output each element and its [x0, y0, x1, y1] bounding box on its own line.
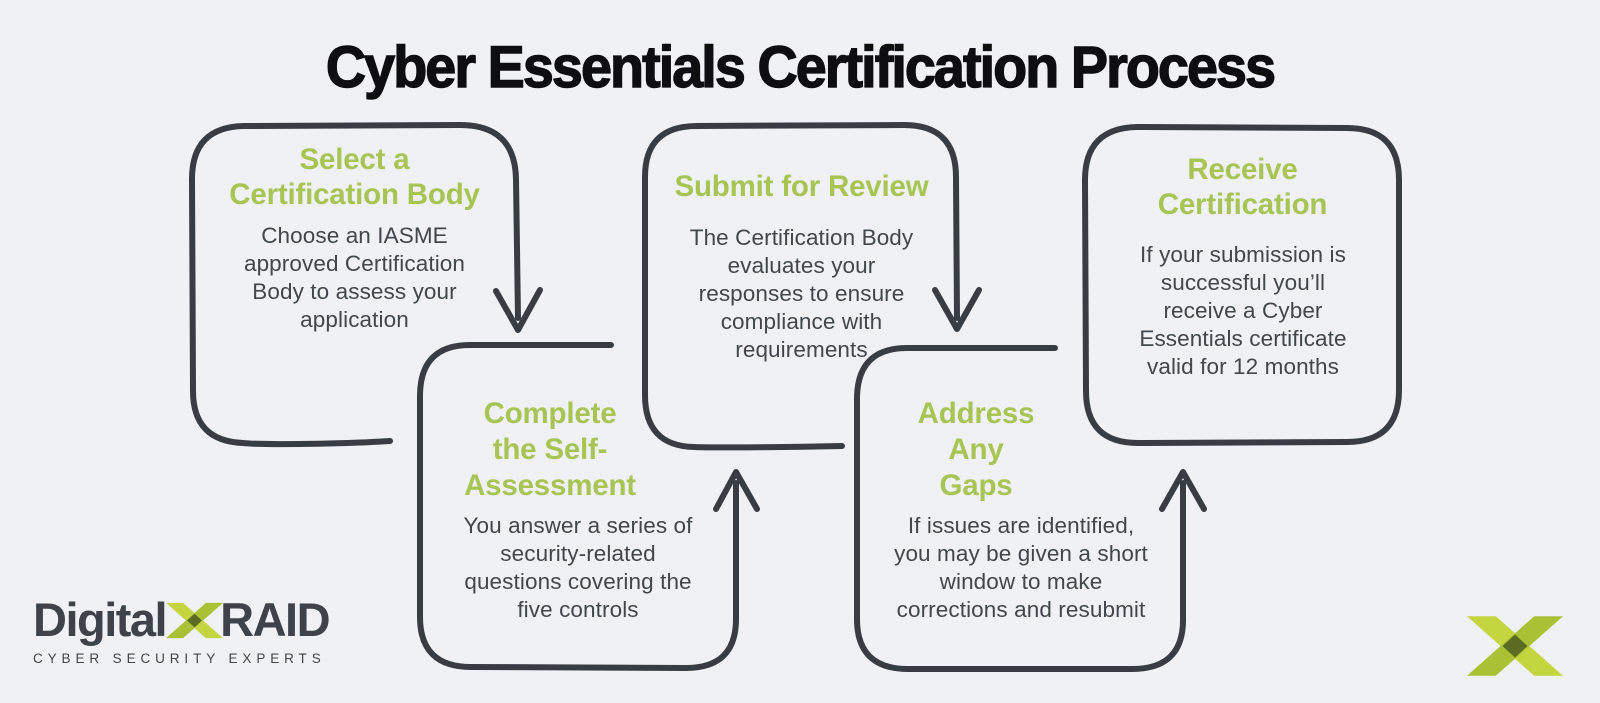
step-1-body: Choose an IASME approved Certification B… — [243, 223, 466, 332]
step-1-heading: Select a Certification Body — [229, 143, 480, 211]
logo-tagline: CYBER SECURITY EXPERTS — [33, 651, 326, 666]
step-1-box-outline — [189, 122, 521, 448]
logo-text-raid: RAID — [220, 592, 330, 646]
step-5-body: If your submission is successful you’ll … — [1139, 242, 1347, 379]
step-4-heading: Address Any Gaps — [917, 397, 1035, 502]
digitalxraid-x-icon — [166, 602, 224, 639]
step-2-box-outline — [417, 342, 739, 671]
step-2-body: You answer a series of security-related … — [463, 513, 693, 622]
step-3-body: The Certification Body evaluates your re… — [689, 225, 914, 362]
flow-arrow-down-1-icon — [493, 287, 543, 333]
step-4-box-outline — [854, 345, 1186, 672]
page-title: Cyber Essentials Certification Process — [325, 34, 1277, 100]
step-5-box-outline — [1082, 124, 1402, 446]
logo-text-digital: Digital — [33, 592, 168, 646]
brand-logo: Digital RAID CYBER SECURITY EXPERTS — [33, 592, 331, 667]
step-5-heading: Receive Certification — [1157, 153, 1328, 221]
flow-arrow-up-4-icon — [1159, 469, 1207, 512]
step-2-heading: Complete the Self- Assessment — [464, 397, 636, 502]
flow-arrow-up-2-icon — [713, 469, 760, 512]
logo-wordmark: Digital RAID — [33, 592, 331, 646]
flow-arrow-down-3-icon — [932, 287, 982, 332]
step-3-heading: Submit for Review — [674, 170, 929, 203]
step-4-body: If issues are identified, you may be giv… — [894, 513, 1148, 622]
step-3-box-outline — [642, 122, 960, 451]
corner-x-icon — [1467, 616, 1563, 676]
